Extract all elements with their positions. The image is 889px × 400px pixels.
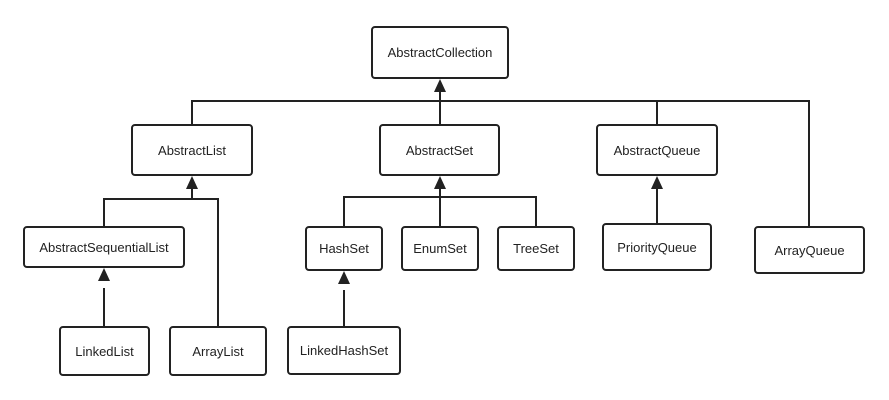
edge-hashset-to-abstractset <box>343 187 441 226</box>
arrowhead-abstractsequentiallist <box>98 268 110 281</box>
edge-abstractsequentiallist-to-abstractlist <box>103 187 193 226</box>
array-list-node: ArrayList <box>169 326 267 376</box>
linked-list-node: LinkedList <box>59 326 150 376</box>
arrowhead-abstractqueue <box>651 176 663 189</box>
hash-set-node: HashSet <box>305 226 383 271</box>
abstract-collection-node: AbstractCollection <box>371 26 509 79</box>
enum-set-node: EnumSet <box>401 226 479 271</box>
abstract-sequential-list-node: AbstractSequentialList <box>23 226 185 268</box>
arrowhead-abstractcollection <box>434 79 446 92</box>
array-queue-node: ArrayQueue <box>754 226 865 274</box>
abstract-list-node: AbstractList <box>131 124 253 176</box>
arrowhead-abstractlist <box>186 176 198 189</box>
tree-set-node: TreeSet <box>497 226 575 271</box>
priority-queue-node: PriorityQueue <box>602 223 712 271</box>
abstract-queue-node: AbstractQueue <box>596 124 718 176</box>
arrowhead-hashset <box>338 271 350 284</box>
linked-hash-set-node: LinkedHashSet <box>287 326 401 375</box>
edge-treeset-to-abstractset <box>440 196 537 226</box>
edge-arrayqueue-to-abstractcollection <box>657 100 810 226</box>
edge-abstractlist-to-abstractcollection <box>191 90 441 124</box>
abstract-set-node: AbstractSet <box>379 124 500 176</box>
edge-arraylist-to-abstractlist <box>192 198 219 326</box>
arrowhead-abstractset <box>434 176 446 189</box>
edge-abstractqueue-to-abstractcollection <box>440 100 658 124</box>
